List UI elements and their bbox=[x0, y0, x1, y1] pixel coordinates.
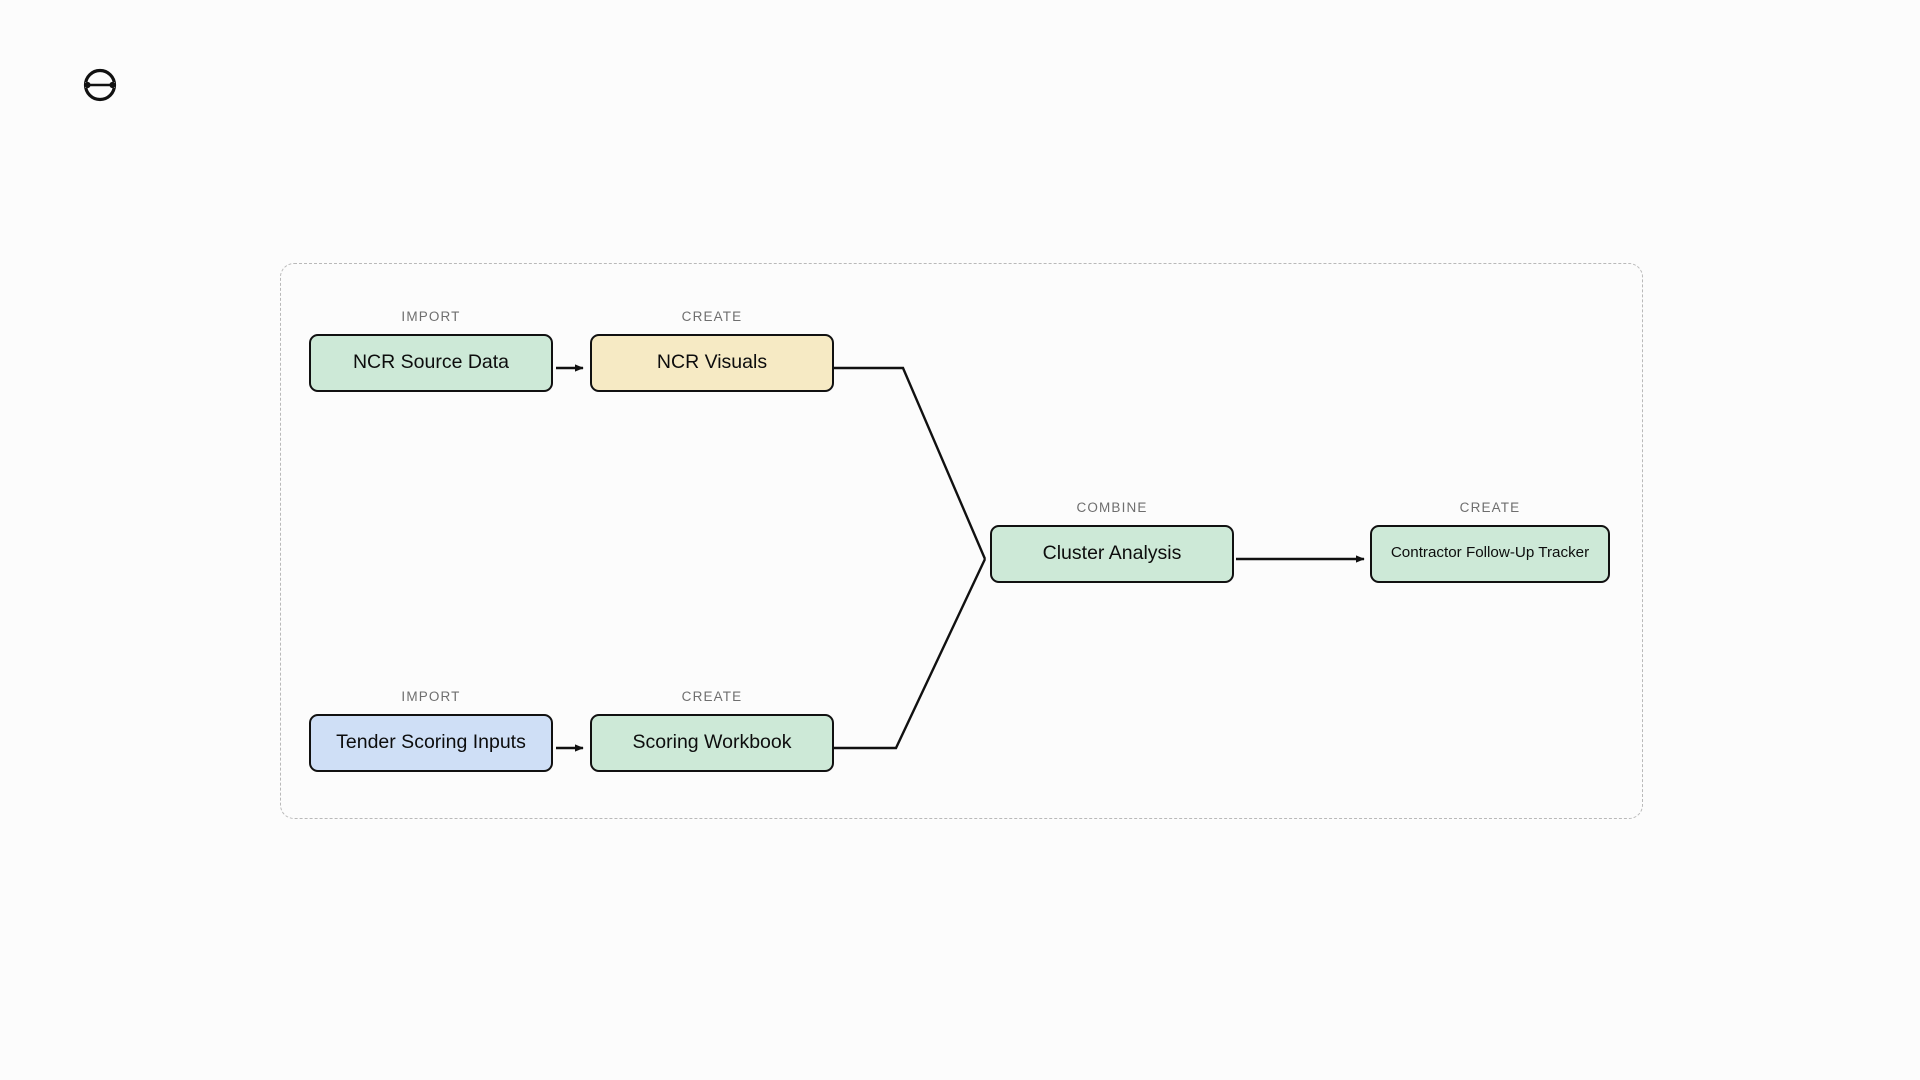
node-kind-label: COMBINE bbox=[1076, 500, 1148, 515]
workflow-canvas-frame bbox=[280, 263, 1643, 819]
node-box-contractor-follow-up-tracker[interactable]: Contractor Follow-Up Tracker bbox=[1370, 524, 1610, 583]
node-group-contractor-follow-up-tracker[interactable]: CREATE Contractor Follow-Up Tracker bbox=[1370, 501, 1610, 583]
node-kind-label: CREATE bbox=[681, 309, 743, 324]
node-label: NCR Visuals bbox=[656, 350, 768, 373]
node-box-tender-scoring-inputs[interactable]: Tender Scoring Inputs bbox=[309, 713, 553, 772]
node-group-ncr-source-data[interactable]: IMPORT NCR Source Data bbox=[309, 310, 553, 392]
node-label: Cluster Analysis bbox=[1042, 541, 1182, 564]
node-group-scoring-workbook[interactable]: CREATE Scoring Workbook bbox=[590, 690, 834, 772]
circle-with-axis-icon bbox=[83, 68, 117, 102]
node-box-scoring-workbook[interactable]: Scoring Workbook bbox=[590, 713, 834, 772]
node-label: Contractor Follow-Up Tracker bbox=[1390, 544, 1590, 562]
node-kind-label: CREATE bbox=[681, 689, 743, 704]
node-kind-label: IMPORT bbox=[401, 309, 461, 324]
brand-logo bbox=[80, 65, 120, 105]
node-kind-label: CREATE bbox=[1459, 500, 1521, 515]
node-label: Scoring Workbook bbox=[632, 730, 792, 753]
node-group-cluster-analysis[interactable]: COMBINE Cluster Analysis bbox=[990, 501, 1234, 583]
node-group-tender-scoring-inputs[interactable]: IMPORT Tender Scoring Inputs bbox=[309, 690, 553, 772]
node-box-ncr-visuals[interactable]: NCR Visuals bbox=[590, 333, 834, 392]
node-label: NCR Source Data bbox=[352, 350, 510, 373]
node-group-ncr-visuals[interactable]: CREATE NCR Visuals bbox=[590, 310, 834, 392]
node-box-cluster-analysis[interactable]: Cluster Analysis bbox=[990, 524, 1234, 583]
node-kind-label: IMPORT bbox=[401, 689, 461, 704]
node-label: Tender Scoring Inputs bbox=[336, 730, 526, 753]
node-box-ncr-source-data[interactable]: NCR Source Data bbox=[309, 333, 553, 392]
